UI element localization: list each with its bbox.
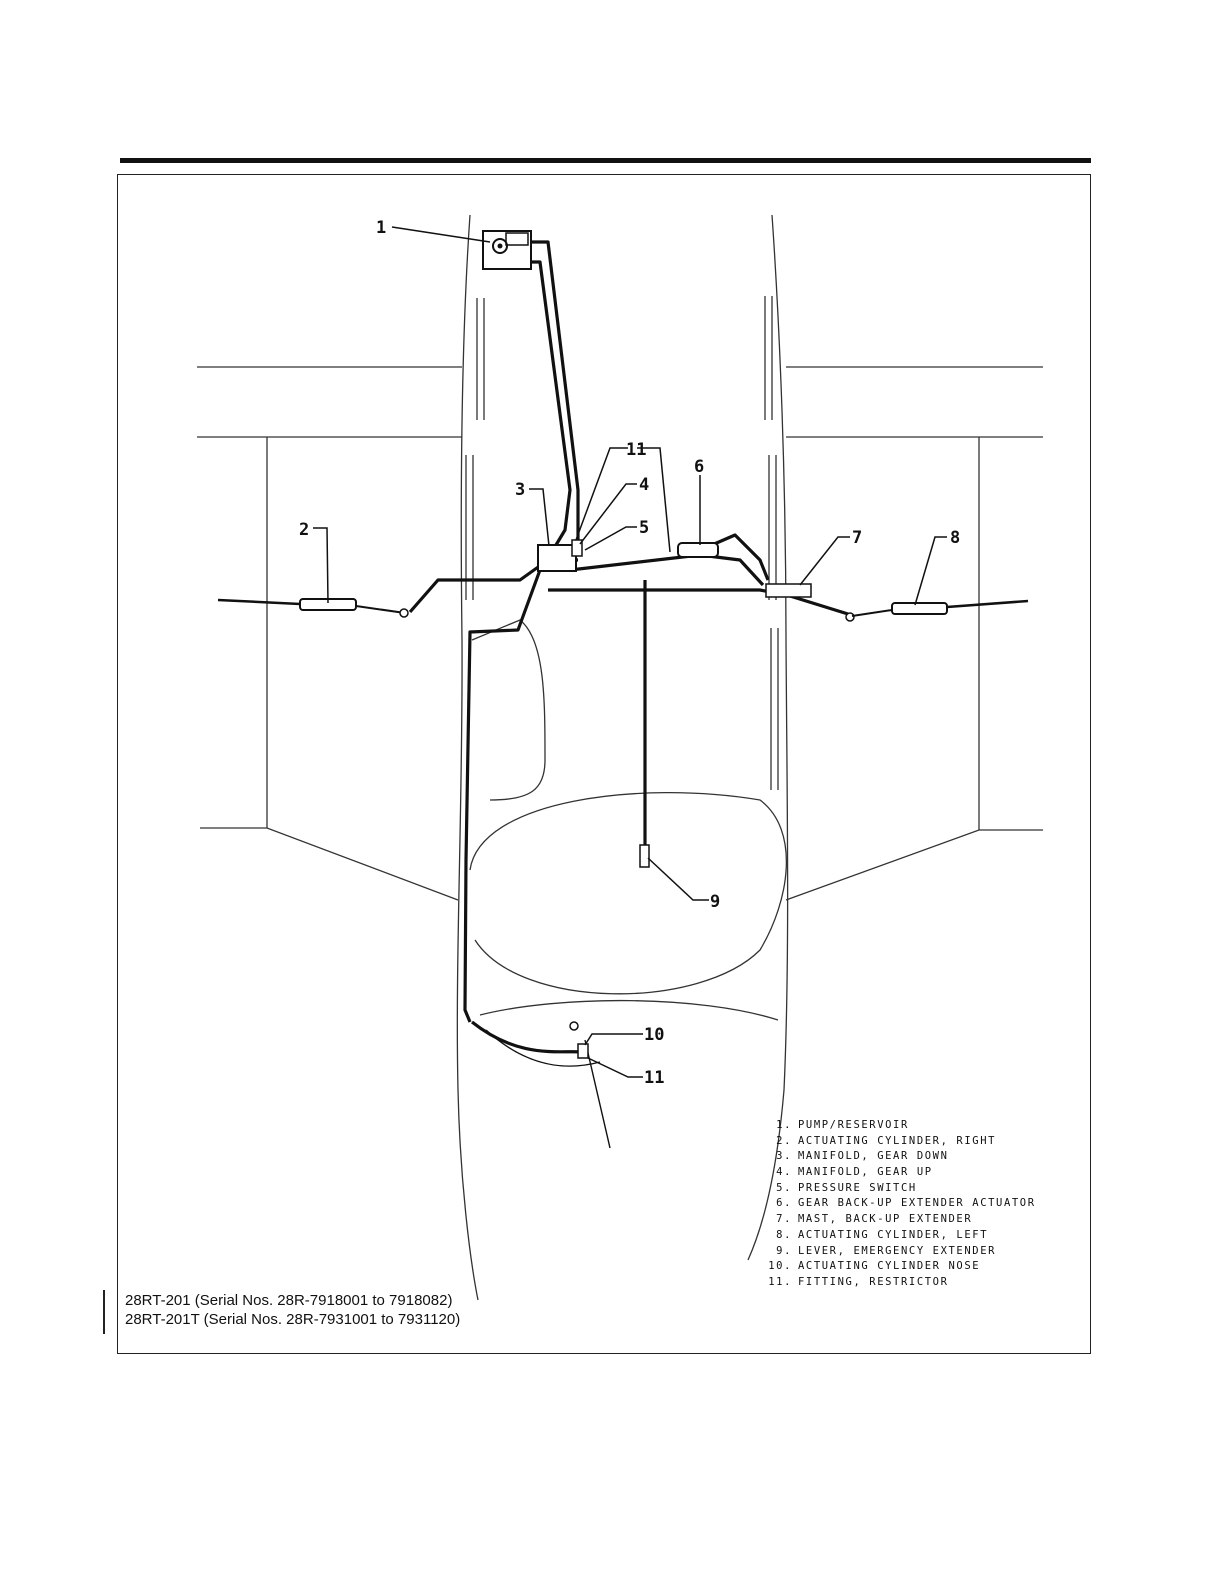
- fuselage-outline: [197, 214, 1043, 1301]
- caption-line-1: 28RT-201 (Serial Nos. 28R-7918001 to 791…: [125, 1292, 453, 1309]
- thin-lines: [485, 1029, 611, 1149]
- callout-8: 8: [950, 528, 960, 548]
- manifold-block: [537, 539, 583, 572]
- gear-backup-extender-actuator: [677, 542, 719, 558]
- actuating-cylinder-right: [217, 598, 409, 618]
- parts-legend: 1.PUMP/RESERVOIR 2.ACTUATING CYLINDER, R…: [762, 1118, 1036, 1291]
- callout-6: 6: [694, 457, 704, 477]
- legend-item: 7.MAST, BACK-UP EXTENDER: [776, 1213, 973, 1226]
- legend-item: 2.ACTUATING CYLINDER, RIGHT: [776, 1134, 997, 1147]
- callout-4: 4: [639, 475, 649, 495]
- legend-item: 1.PUMP/RESERVOIR: [776, 1119, 909, 1131]
- callout-2: 2: [299, 520, 309, 540]
- figure-frame: [117, 174, 1091, 1354]
- actuating-cylinder-left: [845, 599, 1029, 622]
- callout-10: 10: [644, 1025, 664, 1045]
- legend-item: 8.ACTUATING CYLINDER, LEFT: [776, 1228, 989, 1241]
- top-rule: [120, 158, 1091, 163]
- backup-extender-mast: [765, 583, 812, 598]
- emergency-extender-lever: [639, 844, 650, 868]
- figure-caption: 28RT-201 (Serial Nos. 28R-7918001 to 791…: [125, 1291, 460, 1329]
- callout-7: 7: [852, 528, 862, 548]
- callout-11-upper: 11: [626, 440, 646, 460]
- legend-item: 11.FITTING, RESTRICTOR: [768, 1275, 949, 1288]
- legend-item: 3.MANIFOLD, GEAR DOWN: [776, 1150, 949, 1163]
- legend-item: 5.PRESSURE SWITCH: [776, 1181, 917, 1194]
- legend-item: 9.LEVER, EMERGENCY EXTENDER: [776, 1244, 997, 1257]
- callout-9: 9: [710, 892, 720, 912]
- legend-item: 4.MANIFOLD, GEAR UP: [776, 1166, 933, 1179]
- caption-line-2: 28RT-201T (Serial Nos. 28R-7931001 to 79…: [125, 1311, 461, 1328]
- leader-lines: [313, 226, 947, 1078]
- legend-item: 10.ACTUATING CYLINDER NOSE: [768, 1260, 981, 1273]
- callout-11-lower: 11: [644, 1068, 664, 1088]
- callout-1: 1: [376, 218, 386, 238]
- hydraulic-lines: [408, 240, 849, 1054]
- legend-item: 6.GEAR BACK-UP EXTENDER ACTUATOR: [776, 1197, 1036, 1210]
- nose-actuating-cylinder: [569, 1021, 589, 1059]
- change-bar: [103, 1290, 105, 1334]
- callout-5: 5: [639, 518, 649, 538]
- callout-labels: 1 2 3 11 4 5 6 7 8 9 10 11: [299, 218, 960, 1088]
- callout-3: 3: [515, 480, 525, 500]
- pump-reservoir: [482, 230, 532, 270]
